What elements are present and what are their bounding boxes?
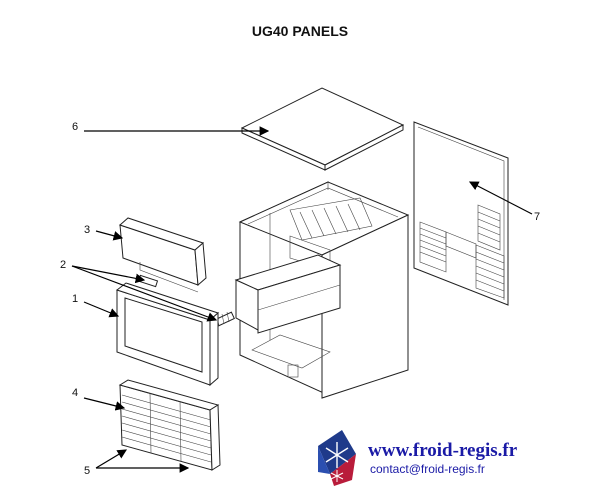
callout-1: 1 [72,293,78,305]
callout-2: 2 [60,259,66,271]
callout-4: 4 [72,387,78,399]
diagram-title: UG40 PANELS [252,23,348,39]
front-top-panel-part-3 [119,217,207,293]
callout-3: 3 [84,224,90,236]
brand-email: contact@froid-regis.fr [370,462,485,476]
callout-6: 6 [72,121,78,133]
brand-website: www.froid-regis.fr [368,440,518,461]
froid-regis-logo [318,430,356,486]
cabinet-body [234,181,410,399]
callout-5: 5 [84,465,90,477]
door-frame-part-1 [115,282,219,387]
callout-7: 7 [534,211,540,223]
leader-arrows [71,126,533,473]
rear-panel-part-7 [413,121,509,306]
front-grille-part-4 [118,379,221,471]
top-panel-part-6 [240,87,405,171]
